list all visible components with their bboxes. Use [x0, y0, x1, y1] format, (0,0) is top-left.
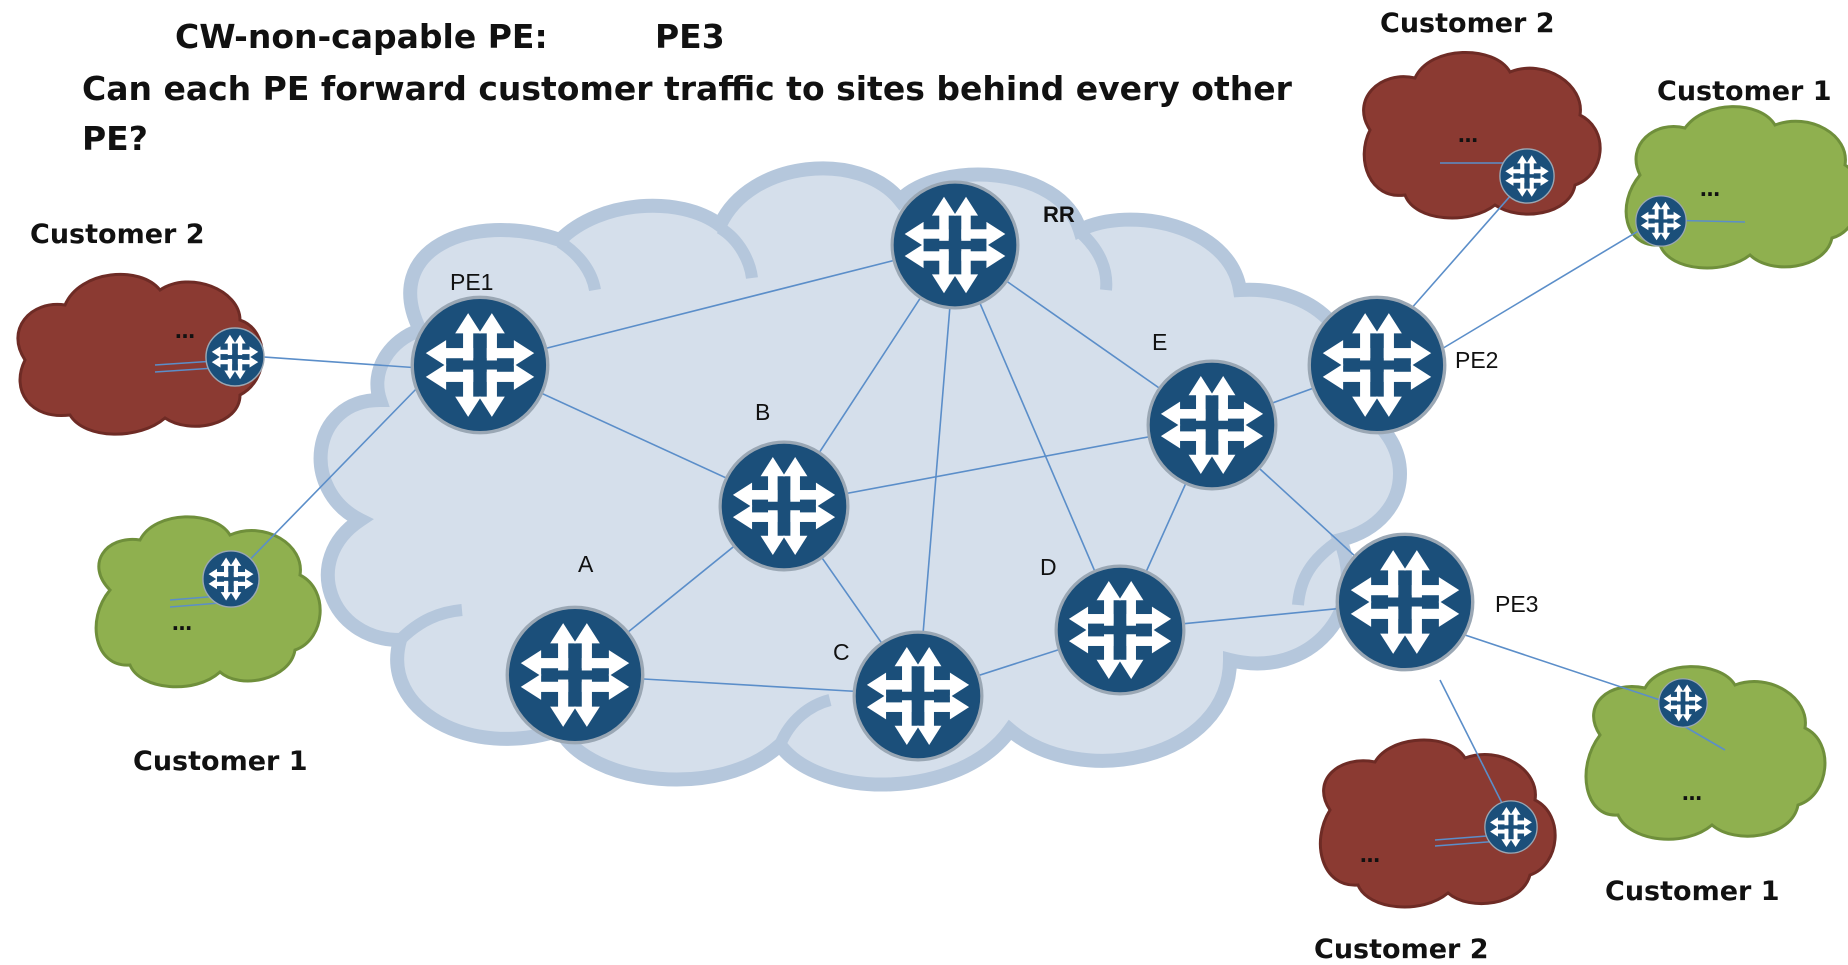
site-more-c1-pe3: …: [1682, 781, 1702, 805]
router-icon: [505, 605, 645, 745]
link-pe1-c2: [234, 354, 421, 369]
cw-non-capable-label: CW-non-capable PE:: [175, 17, 548, 56]
router-a[interactable]: [505, 605, 645, 745]
link-b-e: [784, 424, 1213, 506]
customer2-site-pe2-cloud: [1362, 51, 1602, 220]
router-label-pe2: PE2: [1455, 347, 1498, 373]
ce-router-c2-pe3-icon[interactable]: [1484, 800, 1538, 854]
link-rr-c: [917, 244, 956, 696]
customer-label-c2-pe2: Customer 2: [1380, 8, 1555, 39]
router-pe3[interactable]: [1335, 532, 1475, 672]
ce-router-c2-pe2-icon[interactable]: [1499, 148, 1555, 204]
ce-router-c2-pe1-icon[interactable]: [205, 327, 265, 387]
link-pe1-rr: [479, 244, 956, 366]
router-label-c: C: [833, 639, 850, 665]
ce-router-c1-pe1-icon[interactable]: [202, 550, 260, 608]
router-label-rr: RR: [1043, 202, 1075, 227]
router-icon: [1146, 359, 1278, 491]
link-pe2-c1: [1439, 217, 1661, 351]
router-label-pe3: PE3: [1495, 591, 1538, 617]
router-e[interactable]: [1146, 359, 1278, 491]
router-pe1[interactable]: [410, 295, 550, 435]
customer-label-c2-pe3: Customer 2: [1314, 934, 1489, 965]
router-d[interactable]: [1054, 564, 1186, 696]
site-more-c1-pe1: …: [172, 611, 192, 635]
site-more-c2-pe2: …: [1458, 123, 1478, 147]
customer-label-c1-pe3: Customer 1: [1605, 876, 1780, 907]
question-text-line2: PE?: [82, 119, 148, 158]
site-more-c1-pe2: …: [1700, 177, 1720, 201]
customer1-site-pe1-cloud: [94, 515, 322, 689]
router-icon: [1307, 295, 1447, 435]
router-icon: [852, 630, 984, 762]
customer2-site-pe3-cloud: [1318, 738, 1557, 909]
router-icon: [1335, 532, 1475, 672]
router-rr[interactable]: [890, 180, 1020, 310]
access-links: [154, 162, 1746, 847]
router-label-d: D: [1040, 554, 1057, 580]
cw-non-capable-value: PE3: [655, 17, 725, 56]
link-pe3-c1: [1464, 634, 1661, 701]
link-pe2-c2: [1409, 176, 1528, 311]
router-b[interactable]: [718, 440, 850, 572]
link-pe1-c1: [231, 384, 421, 579]
customer-label-c1-pe2: Customer 1: [1657, 76, 1832, 107]
ce-router-c1-pe2-icon[interactable]: [1635, 195, 1687, 247]
link-pe3-c2: [1439, 679, 1509, 816]
site-more-c2-pe1: …: [175, 319, 195, 343]
router-icon: [1054, 564, 1186, 696]
router-label-b: B: [755, 399, 770, 425]
router-icon: [890, 180, 1020, 310]
router-pe2[interactable]: [1307, 295, 1447, 435]
customer-label-c1-pe1: Customer 1: [133, 746, 308, 777]
site-more-c2-pe3: …: [1360, 843, 1380, 867]
router-c[interactable]: [852, 630, 984, 762]
customer1-site-pe3-cloud: [1584, 665, 1827, 841]
customer-label-c2-pe1: Customer 2: [30, 219, 205, 250]
router-label-pe1: PE1: [450, 269, 493, 295]
router-label-e: E: [1152, 329, 1167, 355]
question-text-line1: Can each PE forward customer traffic to …: [82, 69, 1293, 108]
ce-router-c1-pe3-icon[interactable]: [1658, 678, 1708, 728]
router-icon: [718, 440, 850, 572]
router-label-a: A: [578, 551, 594, 577]
link-rr-d: [954, 244, 1121, 631]
router-icon: [410, 295, 550, 435]
